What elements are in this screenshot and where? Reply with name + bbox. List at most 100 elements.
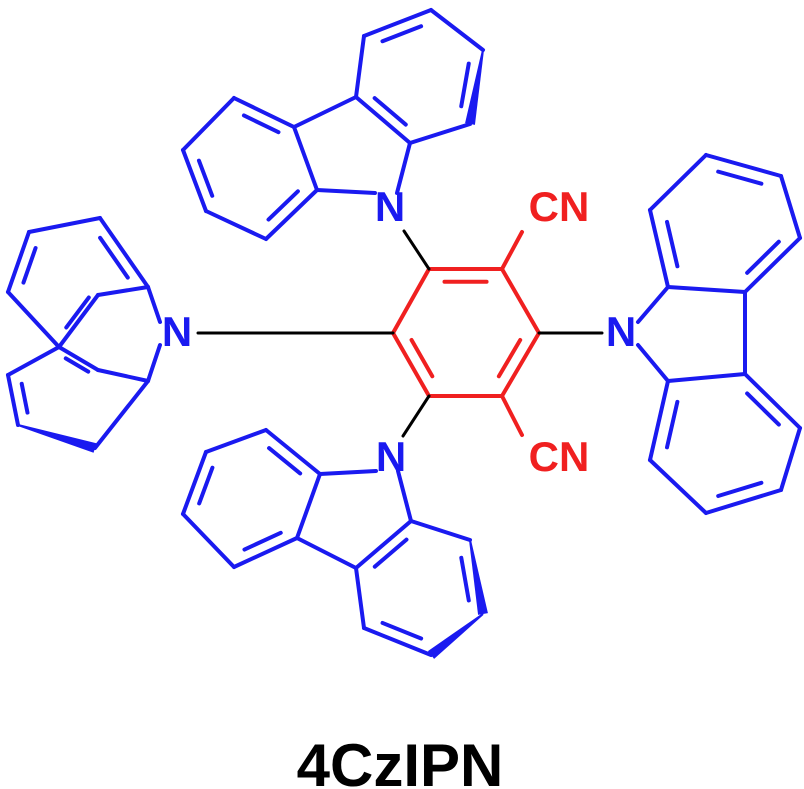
ring-bond bbox=[743, 236, 802, 294]
ring-bond bbox=[6, 230, 31, 294]
ring-bond bbox=[96, 285, 150, 297]
nitrogen-label-left: N bbox=[162, 308, 192, 355]
n-bond bbox=[396, 469, 413, 523]
ring-bond bbox=[204, 209, 268, 241]
ring-bond bbox=[779, 174, 802, 240]
double-bond-inner bbox=[459, 61, 471, 109]
bold-bond bbox=[427, 613, 484, 659]
n-bond bbox=[636, 343, 670, 383]
double-bond-inner bbox=[98, 235, 130, 280]
ring-bond bbox=[704, 488, 783, 515]
ring-bond bbox=[93, 379, 150, 450]
ring-bond bbox=[354, 95, 412, 145]
ring-bond bbox=[232, 536, 299, 569]
carbazole-top bbox=[181, 8, 485, 241]
ring-bond bbox=[648, 153, 708, 212]
double-bond-inner bbox=[372, 96, 408, 127]
bold-bond bbox=[465, 49, 484, 125]
ring-bond bbox=[27, 216, 102, 234]
double-bond-inner bbox=[459, 555, 471, 603]
ring-bond bbox=[204, 428, 268, 454]
ring-bond bbox=[57, 293, 100, 349]
ring-bond bbox=[181, 512, 236, 569]
double-bond-inner bbox=[745, 391, 781, 427]
ring-bond bbox=[704, 153, 783, 178]
carbazole-right bbox=[636, 153, 802, 515]
cyano-label-top: CN bbox=[529, 183, 590, 230]
ring-bond bbox=[500, 267, 541, 335]
n-bond bbox=[395, 141, 412, 195]
ring-bond bbox=[648, 458, 708, 515]
linker-bottom bbox=[401, 394, 431, 438]
ring-bond bbox=[96, 368, 150, 383]
double-bond-inner bbox=[716, 169, 764, 186]
cyano-bond-top bbox=[500, 230, 524, 271]
double-bond-inner bbox=[372, 537, 409, 569]
n-bond bbox=[318, 469, 378, 476]
ring-bond bbox=[6, 345, 61, 377]
ring-bond bbox=[6, 290, 61, 349]
n-bond bbox=[315, 188, 377, 195]
double-bond-inner bbox=[745, 239, 781, 275]
double-bond-inner bbox=[266, 189, 300, 222]
double-bond-inner bbox=[242, 530, 283, 552]
carbazole-linker-bonds bbox=[196, 229, 604, 438]
double-bond-inner bbox=[409, 337, 435, 379]
double-bond-inner bbox=[716, 480, 764, 499]
ring-bond bbox=[354, 566, 366, 630]
ring-bond bbox=[648, 208, 670, 289]
ring-bond bbox=[354, 519, 413, 570]
linker-top bbox=[402, 229, 431, 271]
ring-bond bbox=[6, 373, 20, 427]
double-bond-inner bbox=[665, 219, 680, 269]
bold-bond bbox=[469, 539, 488, 615]
ring-bond bbox=[408, 122, 472, 145]
double-bond-inner bbox=[380, 620, 424, 641]
ring-bond bbox=[354, 34, 366, 99]
ring-bond bbox=[666, 285, 747, 294]
ring-bond bbox=[181, 148, 208, 213]
bold-bond bbox=[17, 424, 97, 453]
ring-bond bbox=[57, 345, 100, 372]
compound-name: 4CzIPN bbox=[297, 732, 504, 789]
ring-bond bbox=[295, 472, 322, 540]
cyano-label-bottom: CN bbox=[529, 433, 590, 480]
double-bond-inner bbox=[665, 399, 680, 450]
double-bond-inner bbox=[380, 24, 424, 44]
ring-bond bbox=[362, 8, 433, 38]
ring-bond bbox=[500, 331, 541, 398]
cyano-bond-bottom bbox=[500, 394, 524, 437]
n-bond bbox=[146, 285, 162, 324]
ring-bond bbox=[264, 188, 319, 241]
central-benzene-ring bbox=[391, 230, 541, 437]
ring-bond bbox=[743, 372, 802, 430]
ring-bond bbox=[429, 8, 485, 52]
double-bond-inner bbox=[63, 356, 91, 374]
carbazole-left bbox=[6, 216, 162, 453]
ring-bond bbox=[264, 428, 322, 476]
ring-bond bbox=[98, 216, 150, 289]
double-bond-inner bbox=[197, 465, 215, 506]
ring-bond bbox=[648, 379, 670, 462]
nitrogen-label-top: N bbox=[375, 183, 405, 230]
n-bond bbox=[146, 343, 162, 383]
ring-bond bbox=[292, 95, 358, 129]
ring-bond bbox=[181, 96, 236, 152]
nitrogen-label-right: N bbox=[606, 308, 636, 355]
ring-bond bbox=[232, 96, 296, 129]
double-bond-inner bbox=[267, 446, 303, 476]
double-bond-inner bbox=[21, 246, 38, 285]
ring-bond bbox=[391, 331, 431, 398]
ring-bond bbox=[295, 536, 358, 570]
ring-bond bbox=[362, 626, 433, 657]
double-bond-inner bbox=[496, 337, 523, 379]
ring-bond bbox=[779, 426, 802, 492]
double-bond-inner bbox=[19, 381, 30, 415]
nitrogen-label-bottom: N bbox=[376, 433, 406, 480]
double-bond-inner bbox=[241, 113, 281, 135]
carbazole-bottom bbox=[181, 428, 488, 659]
ring-bond bbox=[666, 372, 747, 383]
double-bond-inner bbox=[196, 158, 215, 198]
ring-bond bbox=[181, 450, 208, 516]
